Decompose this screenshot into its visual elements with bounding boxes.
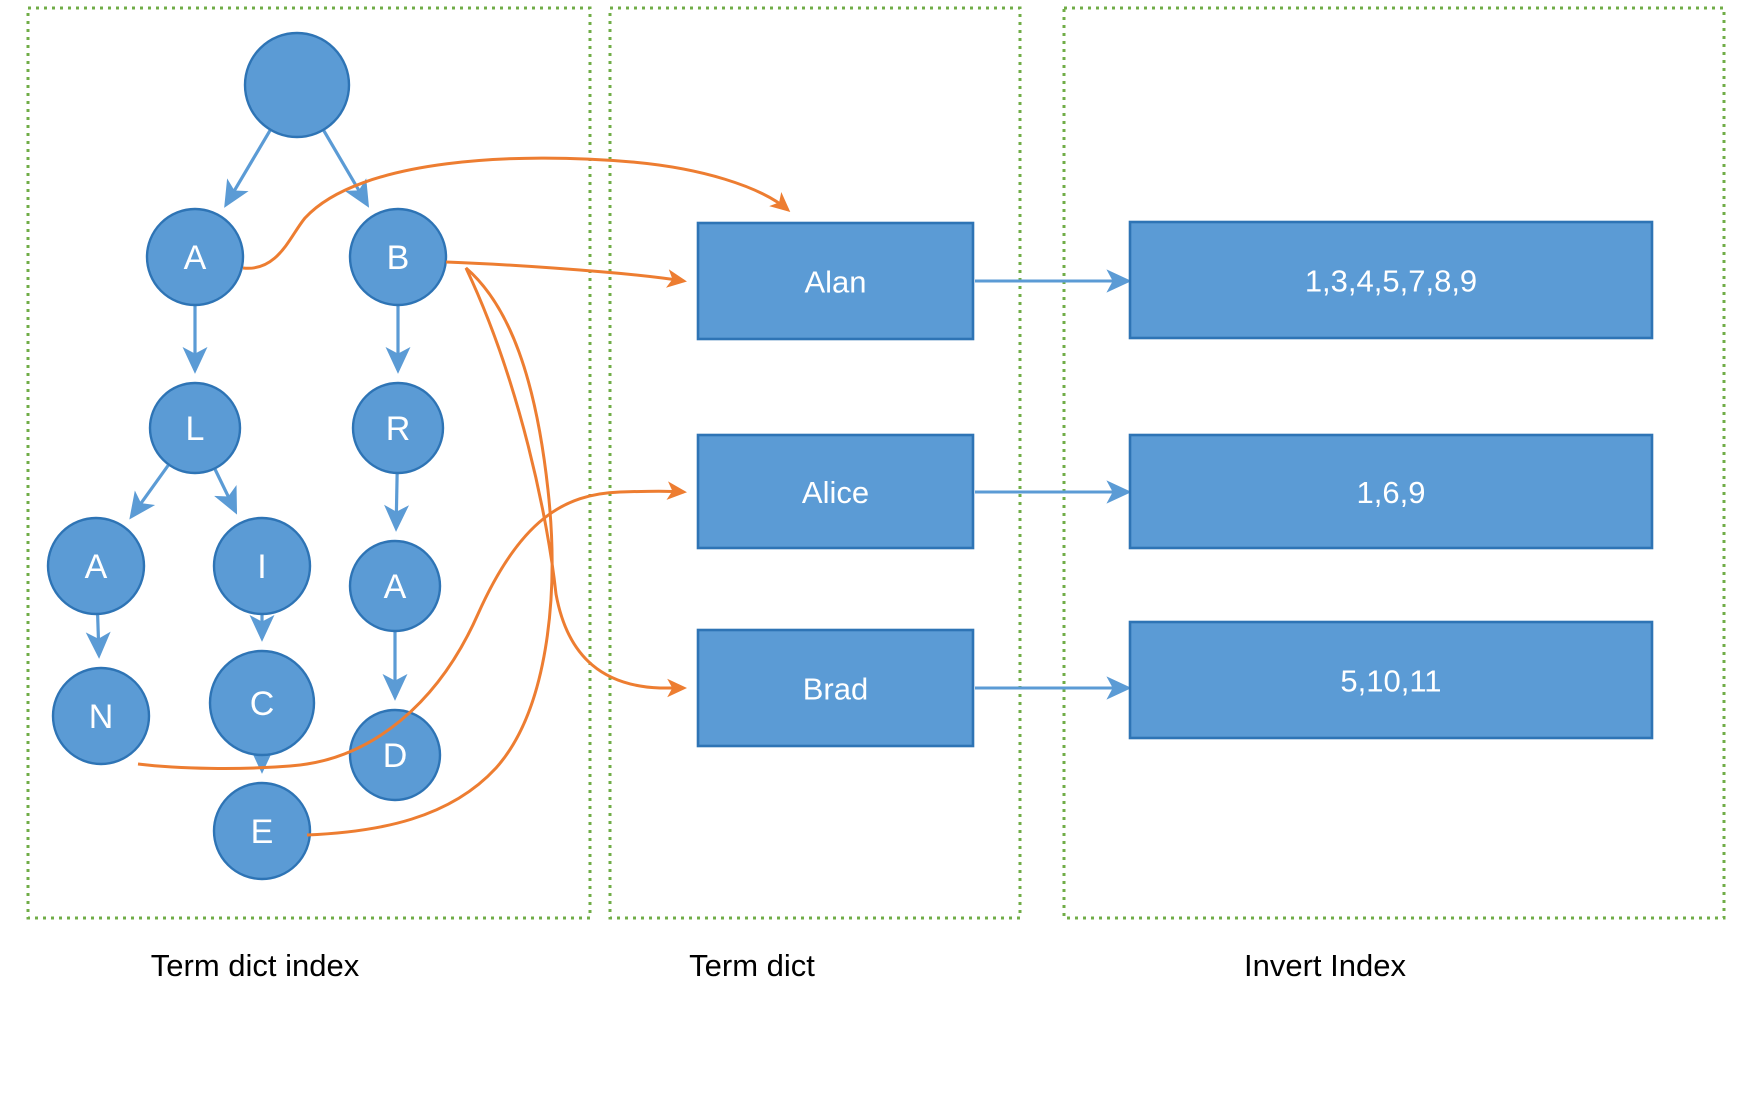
node-label-c1: C xyxy=(250,685,275,723)
tree-edge-r1-to-a3 xyxy=(384,473,410,532)
tree-node-b1[interactable]: B xyxy=(348,207,448,307)
box-shape-brad xyxy=(696,628,975,748)
tree-node-a3[interactable]: A xyxy=(348,539,442,633)
dict-link-group xyxy=(975,269,1132,700)
node-circle-e1 xyxy=(212,781,312,881)
box-label-brad: Brad xyxy=(803,672,868,707)
pointer-n-to-alice xyxy=(137,481,687,770)
node-label-b1: B xyxy=(387,239,410,277)
node-circle-b1 xyxy=(348,207,448,307)
node-circle-r1 xyxy=(351,381,445,475)
panel-border-term-dict-index xyxy=(26,6,592,920)
box-brad[interactable]: Brad xyxy=(696,628,975,748)
box-posting-alan[interactable]: 1,3,4,5,7,8,9 xyxy=(1128,220,1654,340)
node-circle-root xyxy=(243,31,351,139)
box-label-posting-alice: 1,6,9 xyxy=(1357,475,1426,510)
node-label-r1: R xyxy=(386,410,411,448)
tree-node-r1[interactable]: R xyxy=(351,381,445,475)
tree-node-d1[interactable]: D xyxy=(348,708,442,802)
pointer-a-to-alan xyxy=(242,156,791,270)
box-label-alan: Alan xyxy=(804,265,866,300)
box-shape-posting-alice xyxy=(1128,433,1654,550)
box-shape-alan xyxy=(696,221,975,341)
panel-border-term-dict xyxy=(608,6,1022,920)
pointer-b-to-alan xyxy=(445,260,687,288)
node-circle-n1 xyxy=(51,666,151,766)
node-label-a3: A xyxy=(384,568,407,606)
node-label-a2: A xyxy=(85,548,108,586)
box-label-alice: Alice xyxy=(802,475,869,510)
tree-edge-root-to-a1 xyxy=(224,129,272,208)
box-shape-posting-alan xyxy=(1128,220,1654,340)
node-label-l1: L xyxy=(186,410,205,448)
tree-node-a2[interactable]: A xyxy=(46,516,146,616)
node-circle-a2 xyxy=(46,516,146,616)
box-shape-posting-brad xyxy=(1128,620,1654,740)
node-label-a1: A xyxy=(184,239,207,277)
pointer-e-to-brad xyxy=(306,266,688,837)
node-circle-c1 xyxy=(208,649,316,757)
node-circle-d1 xyxy=(348,708,442,802)
tree-node-group: A B L R A I A N C D E xyxy=(46,31,448,881)
node-circle-a1 xyxy=(145,207,245,307)
tree-node-n1[interactable]: N xyxy=(51,666,151,766)
tree-edge-l1-to-a2 xyxy=(129,464,170,520)
tree-edge-l1-to-i1 xyxy=(213,468,238,515)
box-alice[interactable]: Alice xyxy=(696,433,975,550)
node-circle-a3 xyxy=(348,539,442,633)
node-label-i1: I xyxy=(257,548,266,586)
tree-node-i1[interactable]: I xyxy=(212,516,312,616)
tree-node-l1[interactable]: L xyxy=(148,381,242,475)
tree-edge-a2-to-n1 xyxy=(85,614,111,659)
tree-edge-root-to-b1 xyxy=(322,129,370,208)
box-alan[interactable]: Alan xyxy=(696,221,975,341)
node-label-d1: D xyxy=(383,737,408,775)
box-posting-brad[interactable]: 5,10,11 xyxy=(1128,620,1654,740)
invert-index-group: 1,3,4,5,7,8,9 1,6,9 5,10,11 xyxy=(1128,220,1654,740)
box-label-posting-brad: 5,10,11 xyxy=(1340,664,1441,699)
tree-node-c1[interactable]: C xyxy=(208,649,316,757)
tree-node-root[interactable] xyxy=(243,31,351,139)
tree-node-e1[interactable]: E xyxy=(212,781,312,881)
node-circle-i1 xyxy=(212,516,312,616)
panel-label-term-dict: Term dict xyxy=(689,948,815,983)
panel-border-invert-index xyxy=(1062,6,1726,920)
box-shape-alice xyxy=(696,433,975,550)
node-circle-l1 xyxy=(148,381,242,475)
node-label-n1: N xyxy=(89,698,114,736)
node-label-e1: E xyxy=(251,813,274,851)
panel-label-invert-index: Invert Index xyxy=(1244,948,1406,983)
panel-label-term-dict-index: Term dict index xyxy=(150,948,360,983)
box-posting-alice[interactable]: 1,6,9 xyxy=(1128,433,1654,550)
box-label-posting-alan: 1,3,4,5,7,8,9 xyxy=(1305,264,1477,299)
tree-node-a1[interactable]: A xyxy=(145,207,245,307)
